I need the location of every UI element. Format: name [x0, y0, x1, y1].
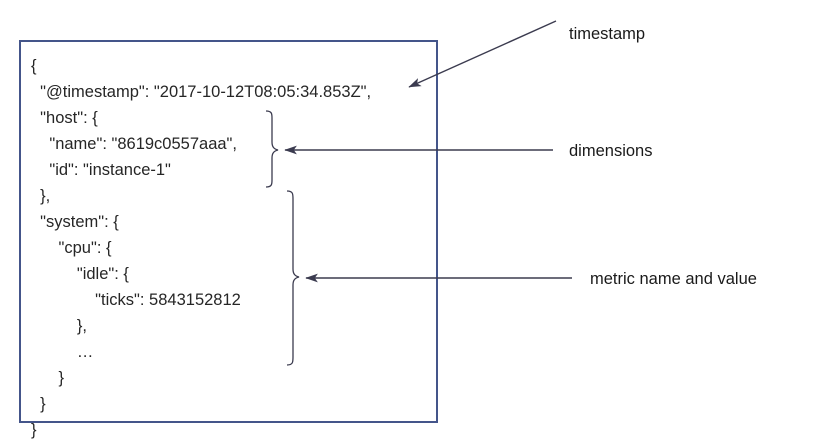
json-document-box: { "@timestamp": "2017-10-12T08:05:34.853… [19, 40, 438, 439]
annotation-label-metric: metric name and value [590, 270, 757, 288]
annotation-label-dimensions: dimensions [569, 142, 653, 160]
annotation-label-timestamp: timestamp [569, 25, 646, 43]
json-document-text: { "@timestamp": "2017-10-12T08:05:34.853… [31, 57, 372, 439]
